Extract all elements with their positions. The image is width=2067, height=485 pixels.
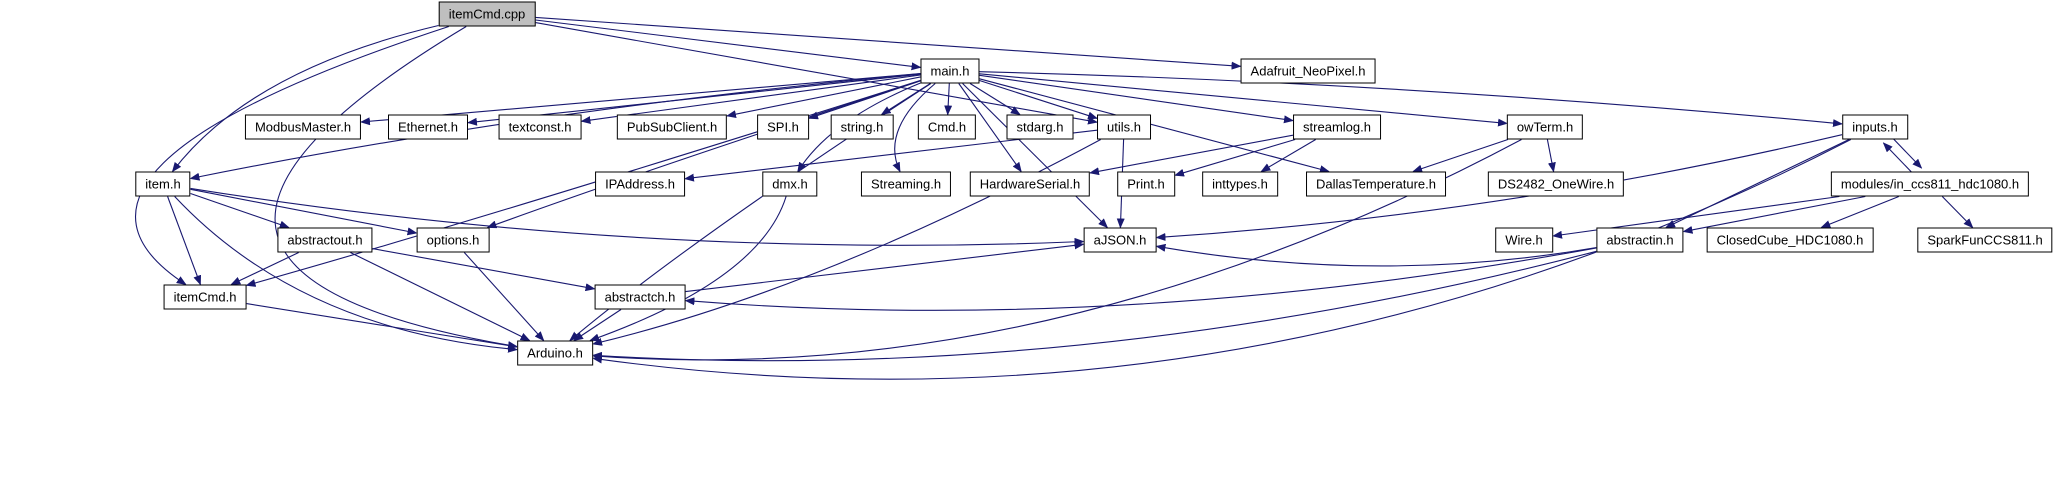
edge-main_h-to-itemcmd_h <box>245 79 921 287</box>
node-adafruit_neopixel_h[interactable]: Adafruit_NeoPixel.h <box>1240 58 1376 84</box>
edge-itemcmd_cpp-to-item_h <box>171 24 439 173</box>
node-hardwareserial_h[interactable]: HardwareSerial.h <box>969 171 1091 197</box>
edge-item_h-to-options_h <box>190 188 418 236</box>
edge-in_ccs811_hdc1080_h-to-closedcube_hdc1080_h <box>1820 195 1900 229</box>
edge-abstractin_h-to-ajson_h <box>1155 243 1597 267</box>
node-abstractout_h[interactable]: abstractout.h <box>277 227 373 253</box>
edge-itemcmd_cpp-to-utils_h <box>535 22 1098 125</box>
node-ipaddress_h[interactable]: IPAddress.h <box>595 171 685 197</box>
edge-inputs_h-to-ajson_h <box>1155 134 1843 241</box>
edge-abstractout_h-to-abstractch_h <box>372 248 596 292</box>
node-options_h[interactable]: options.h <box>416 227 490 253</box>
edge-streamlog_h-to-inttypes_h <box>1260 139 1316 173</box>
edge-owterm_h-to-ds2482_onewire_h <box>1546 139 1556 173</box>
edge-main_h-to-cmd_h <box>944 83 953 116</box>
edge-dmx_h-to-arduino_h <box>589 196 787 342</box>
node-dmx_h[interactable]: dmx.h <box>762 171 818 197</box>
edge-itemcmd_cpp-to-adafruit_neopixel_h <box>535 16 1242 70</box>
edge-main_h-to-stdarg_h <box>969 83 1021 116</box>
node-inputs_h[interactable]: inputs.h <box>1842 114 1908 140</box>
node-arduino_h[interactable]: Arduino.h <box>517 340 593 366</box>
edge-abstractout_h-to-arduino_h <box>350 252 531 341</box>
edge-abstractch_h-to-ajson_h <box>685 241 1085 293</box>
node-print_h[interactable]: Print.h <box>1117 171 1175 197</box>
edge-item_h-to-arduino_h <box>174 196 518 353</box>
edge-inputs_h-to-in_ccs811_hdc1080_h <box>1890 135 1923 169</box>
edge-main_h-to-utils_h <box>979 79 1098 120</box>
node-item_h[interactable]: item.h <box>135 171 191 197</box>
edge-in_ccs811_hdc1080_h-to-inputs_h <box>1882 142 1915 176</box>
edge-itemcmd_cpp-to-main_h <box>535 19 922 71</box>
node-streaming_h[interactable]: Streaming.h <box>860 171 952 197</box>
edge-item_h-to-abstractout_h <box>190 192 290 229</box>
edge-itemcmd_cpp-to-arduino_h <box>274 26 518 350</box>
node-utils_h[interactable]: utils.h <box>1097 114 1151 140</box>
node-abstractch_h[interactable]: abstractch.h <box>594 284 686 310</box>
node-string_h[interactable]: string.h <box>830 114 894 140</box>
edge-utils_h-to-arduino_h <box>592 139 1101 346</box>
edge-item_h-to-ajson_h <box>190 187 1085 246</box>
edge-main_h-to-inputs_h <box>979 71 1843 128</box>
node-spi_h[interactable]: SPI.h <box>757 114 809 140</box>
node-streamlog_h[interactable]: streamlog.h <box>1293 114 1381 140</box>
node-itemcmd_cpp[interactable]: itemCmd.cpp <box>438 1 536 27</box>
node-ajson_h[interactable]: aJSON.h <box>1083 227 1157 253</box>
edge-abstractout_h-to-itemcmd_h <box>230 252 299 285</box>
node-wire_h[interactable]: Wire.h <box>1495 227 1553 253</box>
node-in_ccs811_hdc1080_h[interactable]: modules/in_ccs811_hdc1080.h <box>1830 171 2030 197</box>
edge-item_h-to-itemcmd_h <box>167 196 202 286</box>
node-stdarg_h[interactable]: stdarg.h <box>1006 114 1074 140</box>
edge-streamlog_h-to-hardwareserial_h <box>1089 134 1294 176</box>
node-main_h[interactable]: main.h <box>920 58 980 84</box>
node-closedcube_hdc1080_h[interactable]: ClosedCube_HDC1080.h <box>1706 227 1874 253</box>
edge-main_h-to-owterm_h <box>979 73 1508 127</box>
edge-itemcmd_h-to-arduino_h <box>246 303 518 350</box>
node-cmd_h[interactable]: Cmd.h <box>917 114 977 140</box>
edge-abstractch_h-to-arduino_h <box>573 309 622 342</box>
edge-abstractin_h-to-abstractch_h <box>684 247 1597 311</box>
edge-main_h-to-ajson_h <box>962 83 1109 229</box>
node-ds2482_onewire_h[interactable]: DS2482_OneWire.h <box>1487 171 1625 197</box>
edge-main_h-to-pubsubclient_h <box>726 76 921 119</box>
edge-options_h-to-arduino_h <box>463 252 545 342</box>
edge-in_ccs811_hdc1080_h-to-sparkfunccs811_h <box>1941 196 1974 229</box>
node-inttypes_h[interactable]: inttypes.h <box>1202 171 1278 197</box>
edge-owterm_h-to-arduino_h <box>592 139 1522 361</box>
edge-itemcmd_cpp-to-itemcmd_h <box>134 25 449 286</box>
node-owterm_h[interactable]: owTerm.h <box>1506 114 1584 140</box>
node-ethernet_h[interactable]: Ethernet.h <box>388 114 468 140</box>
edge-inputs_h-to-abstractin_h <box>1665 139 1850 228</box>
edge-main_h-to-dallastemperature_h <box>979 78 1330 174</box>
edge-main_h-to-textconst_h <box>580 74 921 125</box>
node-itemcmd_h[interactable]: itemCmd.h <box>163 284 247 310</box>
node-pubsubclient_h[interactable]: PubSubClient.h <box>616 114 728 140</box>
edge-main_h-to-hardwareserial_h <box>958 83 1022 173</box>
edge-main_h-to-streaming_h <box>892 83 936 173</box>
edge-main_h-to-options_h <box>486 80 921 229</box>
node-dallastemperature_h[interactable]: DallasTemperature.h <box>1306 171 1446 197</box>
edge-inputs_h-to-arduino_h <box>592 139 1852 380</box>
node-sparkfunccs811_h[interactable]: SparkFunCCS811.h <box>1917 227 2053 253</box>
node-textconst_h[interactable]: textconst.h <box>498 114 582 140</box>
edge-main_h-to-streamlog_h <box>979 74 1294 124</box>
edge-streamlog_h-to-print_h <box>1174 138 1296 177</box>
edge-owterm_h-to-dallastemperature_h <box>1412 138 1509 173</box>
node-abstractin_h[interactable]: abstractin.h <box>1596 227 1684 253</box>
edge-in_ccs811_hdc1080_h-to-abstractin_h <box>1682 195 1866 234</box>
node-modbusmaster_h[interactable]: ModbusMaster.h <box>244 114 362 140</box>
edge-abstractin_h-to-arduino_h <box>592 250 1597 362</box>
edge-main_h-to-modbusmaster_h <box>360 73 921 126</box>
